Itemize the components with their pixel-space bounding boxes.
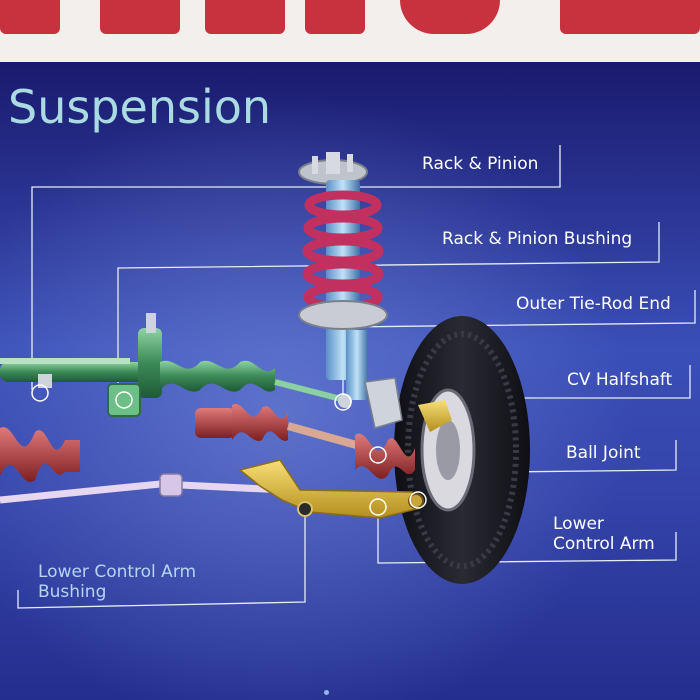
rack-housing (0, 362, 160, 382)
rack-tube (0, 358, 130, 364)
label-rack-pinion-bushing: Rack & Pinion Bushing (442, 229, 632, 249)
decorative-dot (324, 690, 329, 695)
label-rack-pinion: Rack & Pinion (422, 154, 538, 174)
label-ball-joint: Ball Joint (566, 443, 641, 463)
control-arm-bushing (298, 502, 312, 516)
header-letter-block (305, 0, 365, 34)
strut-top-stud (326, 152, 340, 174)
label-lower-control-arm-bushing-line2: Bushing (38, 582, 196, 602)
label-lower-control-arm-bushing: Lower Control Arm Bushing (38, 562, 196, 602)
label-lower-control-arm: Lower Control Arm (553, 514, 655, 554)
pinion-shaft (146, 313, 156, 333)
diagram-title: Suspension (8, 80, 271, 134)
label-cv-halfshaft: CV Halfshaft (567, 370, 672, 390)
header-letter-block (400, 0, 500, 34)
header-letter-block (0, 0, 60, 34)
label-lower-control-arm-bushing-line1: Lower Control Arm (38, 562, 196, 582)
sway-bar-bushing (160, 474, 182, 496)
rotor-hub (436, 420, 460, 480)
label-outer-tie-rod-end: Outer Tie-Rod End (516, 294, 671, 314)
header-letter-block (560, 0, 700, 34)
inner-cv-joint (195, 408, 235, 438)
header-letter-block (100, 0, 180, 34)
header-letter-block (205, 0, 285, 34)
strut-rod (346, 330, 368, 400)
strut-mount-bolt (312, 156, 318, 174)
strut-mount-bolt (347, 154, 353, 172)
poster-header-strip (0, 0, 700, 62)
pinion-housing (138, 328, 162, 398)
label-lower-control-arm-line1: Lower (553, 514, 655, 534)
spring-seat (299, 301, 387, 329)
label-lower-control-arm-line2: Control Arm (553, 534, 655, 554)
rack-bushing (108, 384, 140, 416)
